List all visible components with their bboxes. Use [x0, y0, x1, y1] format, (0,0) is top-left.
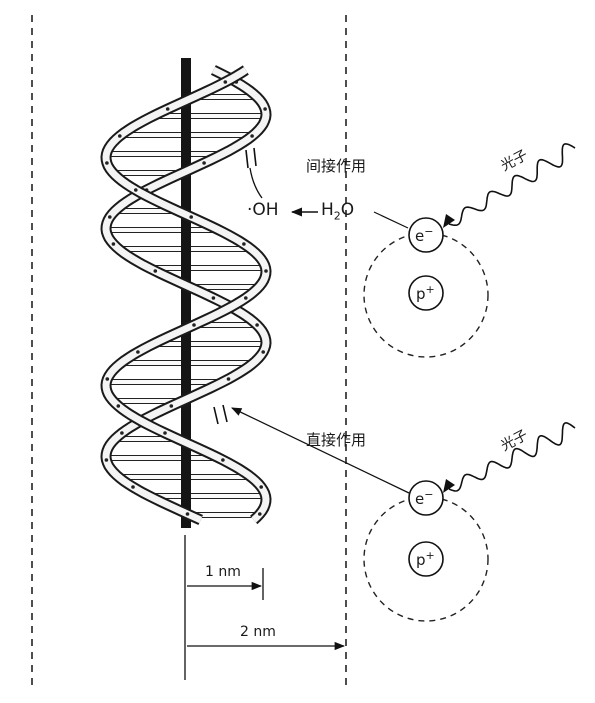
electron-sup: −	[424, 488, 434, 501]
base-pair-rung	[148, 265, 267, 271]
dna-double-helix	[100, 58, 272, 528]
proton-main: p	[416, 551, 426, 569]
strand-break-bottom	[213, 404, 228, 425]
base-pair-rung	[105, 455, 220, 461]
strand-bead	[189, 215, 193, 219]
electron-main: e	[415, 490, 425, 508]
strand-bead	[104, 458, 109, 462]
helix-axis	[181, 58, 191, 528]
strand-bead	[244, 296, 248, 300]
strand-fill	[102, 67, 270, 523]
strand-bead	[153, 269, 158, 273]
proton-main: p	[416, 285, 426, 303]
strand-bead	[226, 377, 231, 381]
electron-sup: −	[424, 225, 434, 238]
strand-bead	[263, 107, 267, 111]
strand-bead	[165, 107, 170, 111]
strand-bead	[111, 242, 116, 246]
helix-strand-b	[100, 65, 272, 525]
photon-wave-top	[448, 143, 576, 226]
strand-fill	[102, 66, 270, 524]
strand-bead	[105, 161, 109, 165]
base-pair-rung	[148, 493, 267, 499]
direct-action-arrow	[231, 407, 410, 494]
photon-wave-bottom	[448, 422, 576, 492]
strand-bead	[223, 80, 228, 84]
scale-1nm-label: 1 nm	[205, 564, 241, 580]
strand-bead	[131, 485, 135, 489]
water-tail: O	[340, 200, 355, 220]
strand-bead	[185, 512, 190, 516]
strand-bead	[258, 512, 262, 516]
base-pair-rung	[105, 379, 224, 385]
water-main: H	[321, 200, 334, 220]
strand-bead	[261, 350, 266, 354]
strand-bead	[250, 134, 254, 138]
photon-arrowhead-bottom	[443, 479, 455, 493]
electron-label-top: e−	[415, 225, 433, 245]
proton-sup: +	[425, 549, 435, 562]
direct-action-label: 直接作用	[306, 431, 367, 449]
scale-2nm-label: 2 nm	[240, 624, 276, 640]
base-pair-rung	[105, 151, 224, 157]
proton-top	[408, 275, 444, 311]
hydroxyl-radical-label: ·OH	[247, 200, 279, 220]
strand-bead	[259, 485, 264, 489]
strand-bead	[211, 296, 216, 300]
strand-break-top	[245, 147, 257, 169]
strand-bead	[255, 323, 259, 327]
electron-top	[408, 217, 444, 253]
water-subscript: 2	[333, 209, 341, 223]
strand-bead	[120, 431, 124, 435]
strand-bead	[264, 269, 268, 273]
strand-bead	[105, 377, 110, 381]
electron-main: e	[415, 227, 425, 245]
strand-bead	[221, 458, 225, 462]
strand-bead	[202, 161, 206, 165]
base-pair-rung	[152, 113, 267, 119]
electron-to-water-line	[373, 211, 409, 229]
strand-bead	[116, 404, 121, 408]
photon-arrowhead-top	[443, 214, 455, 228]
proton-label-top: p+	[416, 283, 435, 303]
proton-label-bottom: p+	[416, 549, 435, 569]
strand-bead	[118, 134, 122, 138]
base-pair-rung	[105, 227, 220, 233]
proton-sup: +	[425, 283, 435, 296]
strand-bead	[192, 323, 196, 327]
electron-bottom	[408, 480, 444, 516]
proton-bottom	[408, 541, 444, 577]
oh-attack-arrow	[249, 167, 263, 199]
base-pair-rung	[152, 341, 267, 347]
indirect-action-label: 间接作用	[306, 157, 367, 175]
strand-bead	[136, 350, 140, 354]
strand-bead	[242, 242, 246, 246]
strand-bead	[163, 431, 167, 435]
strand-bead	[108, 215, 112, 219]
water-molecule-label: H2O	[321, 200, 354, 222]
electron-label-bottom: e−	[415, 488, 433, 508]
strand-bead	[134, 188, 138, 192]
strand-bead	[169, 404, 174, 408]
